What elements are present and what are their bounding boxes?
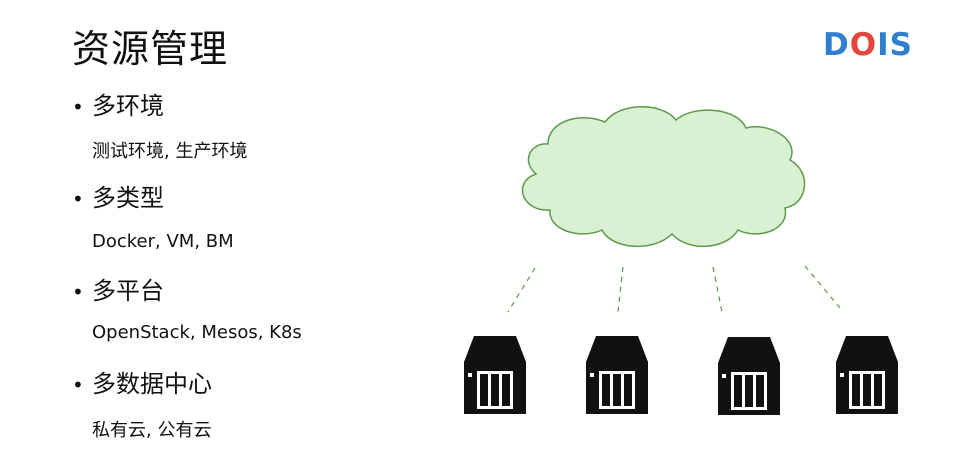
bullet-detail: 私有云, 公有云 (92, 420, 212, 441)
bullet-dot-icon: • (72, 95, 84, 119)
page-title: 资源管理 (72, 27, 229, 71)
connector-line (804, 265, 841, 309)
connector-line (507, 267, 536, 313)
server-icon (836, 336, 898, 414)
connector-line (712, 266, 723, 313)
cloud-servers-diagram (464, 106, 898, 415)
logo-text-is: IS (877, 27, 913, 63)
bullet-dot-icon: • (72, 187, 84, 211)
logo-text-o: O (849, 27, 878, 63)
bullet-list: • 多环境 测试环境, 生产环境 • 多类型 Docker, VM, BM • 多平台… (72, 0, 432, 475)
bullet-dot-icon: • (72, 373, 84, 397)
bullet-dot-icon: • (72, 280, 84, 304)
bullet-heading-text: 多类型 (92, 184, 164, 212)
bullet-heading-text: 多数据中心 (92, 370, 212, 398)
cloud-icon (521, 106, 806, 247)
bullet-heading-text: 多环境 (92, 92, 164, 120)
bullet-detail: 测试环境, 生产环境 (92, 141, 248, 162)
bullet-heading: • 多类型 (72, 183, 164, 214)
connector-line (617, 266, 624, 313)
server-icon (718, 337, 780, 415)
server-icon (464, 336, 526, 414)
bullet-heading: • 多数据中心 (72, 369, 212, 400)
bullet-heading: • 多环境 (72, 91, 164, 122)
logo-text-d: D (823, 27, 850, 63)
bullet-detail: Docker, VM, BM (92, 231, 234, 252)
bullet-detail: OpenStack, Mesos, K8s (92, 322, 302, 343)
dois-logo: DOIS (823, 28, 913, 62)
bullet-heading-text: 多平台 (92, 277, 164, 305)
bullet-heading: • 多平台 (72, 276, 164, 307)
server-icon (586, 336, 648, 414)
